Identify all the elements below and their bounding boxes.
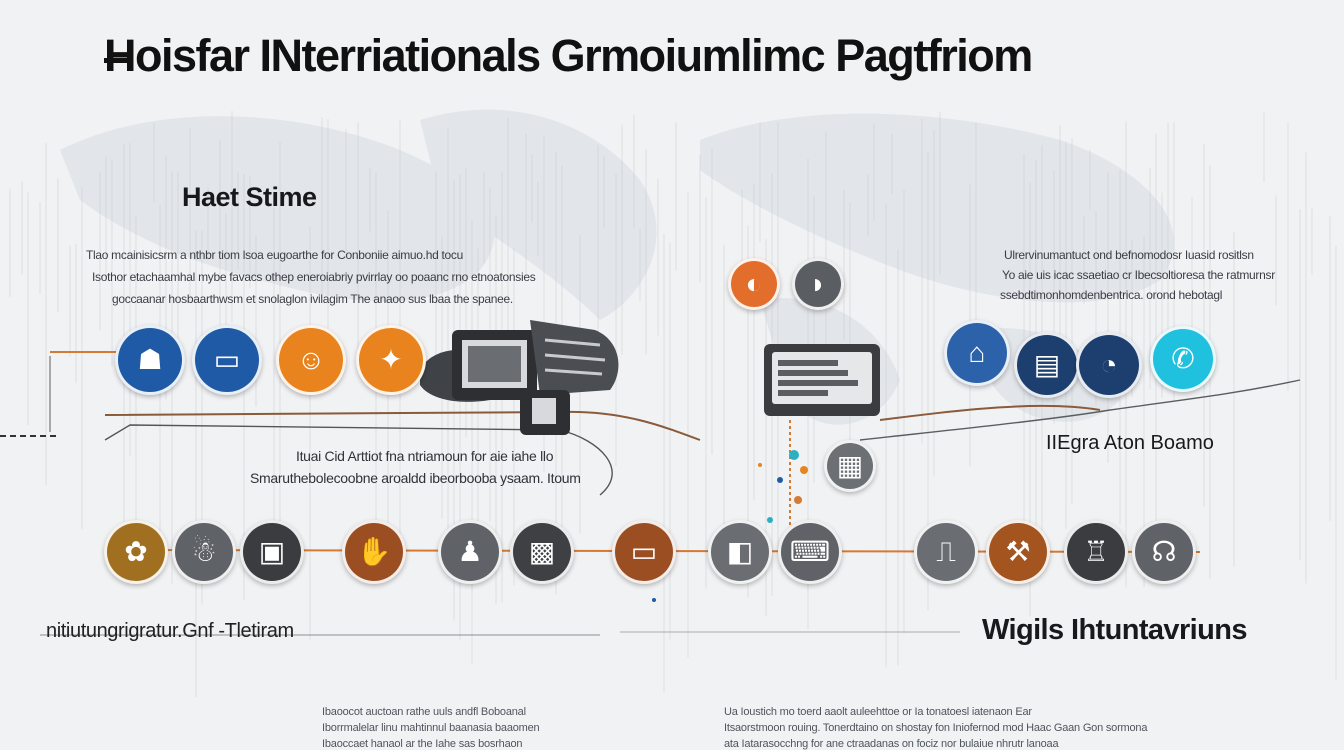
right-text-line-2: Yo aie uis icac ssaetiao cr Ibecsoltiore… [1002, 268, 1275, 282]
dot-markers [652, 450, 808, 602]
middle-text-line-2: Smaruthebolecoobne aroaldd ibeorbooba ys… [250, 470, 581, 486]
left-text-line-1: Tlao mcainisicsrm a nthbr tiom lsoa eugo… [86, 248, 463, 262]
middle-text-line-1: Ituai Cid Arttiot fna ntriamoun for aie … [296, 448, 554, 464]
vertical-hatch-lines [9, 110, 1337, 697]
chat-icon: ◔ [1076, 332, 1142, 398]
robot-icon: ☗ [115, 325, 185, 395]
page-title: Hoisfar INterriationals Grmoiumlimc Pagt… [104, 30, 1033, 81]
screen-icon: ◧ [708, 520, 772, 584]
right-text-line-1: Ulrervinumantuct ond befnomodosr Iuasid … [1004, 248, 1254, 262]
family-icon-glyph: ☃ [191, 536, 217, 567]
document-icon: ▤ [1014, 332, 1080, 398]
hands-icon: ✋ [342, 520, 406, 584]
person-icon-glyph: ☺ [296, 344, 326, 375]
train-icon-glyph: ♖ [1083, 536, 1109, 567]
door-icon: ⎍ [914, 520, 978, 584]
runner-icon: ✦ [356, 325, 426, 395]
train-icon: ♖ [1064, 520, 1128, 584]
satellite-icon-glyph: ☊ [1151, 536, 1177, 567]
bottom-left-line-3: Ibaoccaet hanaol ar the Iahe sas bosrhao… [322, 738, 523, 750]
bottom-right-line-1: Ua Ioustich mo toerd aaolt auleehttoe or… [724, 706, 1032, 718]
screen-icon-glyph: ◧ [726, 536, 754, 567]
keyboard-monitor-illustration [764, 344, 880, 416]
document-icon-glyph: ▤ [1033, 349, 1061, 380]
building-icon: ⌂ [944, 320, 1010, 386]
helmet-icon-glyph: ◗ [809, 268, 827, 299]
tv-icon-glyph: ▣ [258, 536, 286, 567]
phone-icon-glyph: ✆ [1171, 343, 1195, 374]
left-text-line-3: goccaanar hosbaarthwsm et snolaglon ivil… [112, 292, 513, 306]
chart-icon-glyph: ▦ [836, 450, 864, 481]
right-text-line-3: ssebdtimonhomdenbentrica. orond hebotagl [1000, 288, 1223, 302]
group-icon: ♟ [438, 520, 502, 584]
chart-icon: ▦ [824, 440, 876, 492]
door-icon-glyph: ⎍ [936, 536, 956, 567]
helmet-icon: ◗ [792, 258, 844, 310]
family-icon: ☃ [172, 520, 236, 584]
tool-icon: ⚒ [986, 520, 1050, 584]
right-section-title: Wigils Ihtuntavriuns [982, 614, 1247, 646]
globe-icon-glyph: ◐ [745, 268, 763, 299]
globe-icon: ◐ [728, 258, 780, 310]
bottom-right-line-3: ata Iatarasocchng for ane ctraadanas on … [724, 738, 1059, 750]
globe-hand-icon: ✿ [104, 520, 168, 584]
network-icon: ▩ [510, 520, 574, 584]
hands-icon-glyph: ✋ [356, 536, 392, 567]
tv-icon: ▣ [240, 520, 304, 584]
tool-icon-glyph: ⚒ [1005, 536, 1031, 567]
globe-hand-icon-glyph: ✿ [124, 536, 148, 567]
left-section-title: nitiutungrigratur.Gnf -Tletiram [46, 620, 294, 642]
runner-icon-glyph: ✦ [379, 344, 403, 375]
right-mid-label: IIEgra Aton Boamo [1046, 432, 1214, 454]
bottom-left-line-2: Iborrmalelar linu mahtinnul baanasia baa… [322, 722, 540, 734]
laptop-icon: ⌨ [778, 520, 842, 584]
satellite-icon: ☊ [1132, 520, 1196, 584]
group-icon-glyph: ♟ [457, 536, 483, 567]
devices-illustration-left [420, 320, 619, 435]
title-dash [104, 58, 130, 63]
bottom-left-line-1: Ibaoocot auctoan rathe uuls andfl Boboan… [322, 706, 526, 718]
laptop-icon-glyph: ⌨ [789, 536, 831, 567]
left-text-line-2: Isothor etachaamhal mybe favacs othep en… [92, 270, 536, 284]
network-icon-glyph: ▩ [528, 536, 556, 567]
phone-icon: ✆ [1150, 326, 1216, 392]
bed-icon: ▭ [192, 325, 262, 395]
chat-icon-glyph: ◔ [1100, 349, 1118, 380]
bottom-right-line-2: Itsaorstmoon rouing. Tonerdtaino on shos… [724, 722, 1148, 734]
sofa-icon: ▭ [612, 520, 676, 584]
robot-icon-glyph: ☗ [137, 344, 163, 375]
bed-icon-glyph: ▭ [213, 344, 241, 375]
building-icon-glyph: ⌂ [968, 337, 986, 368]
person-icon: ☺ [276, 325, 346, 395]
sofa-icon-glyph: ▭ [630, 536, 658, 567]
left-heading: Haet Stime [182, 182, 317, 212]
